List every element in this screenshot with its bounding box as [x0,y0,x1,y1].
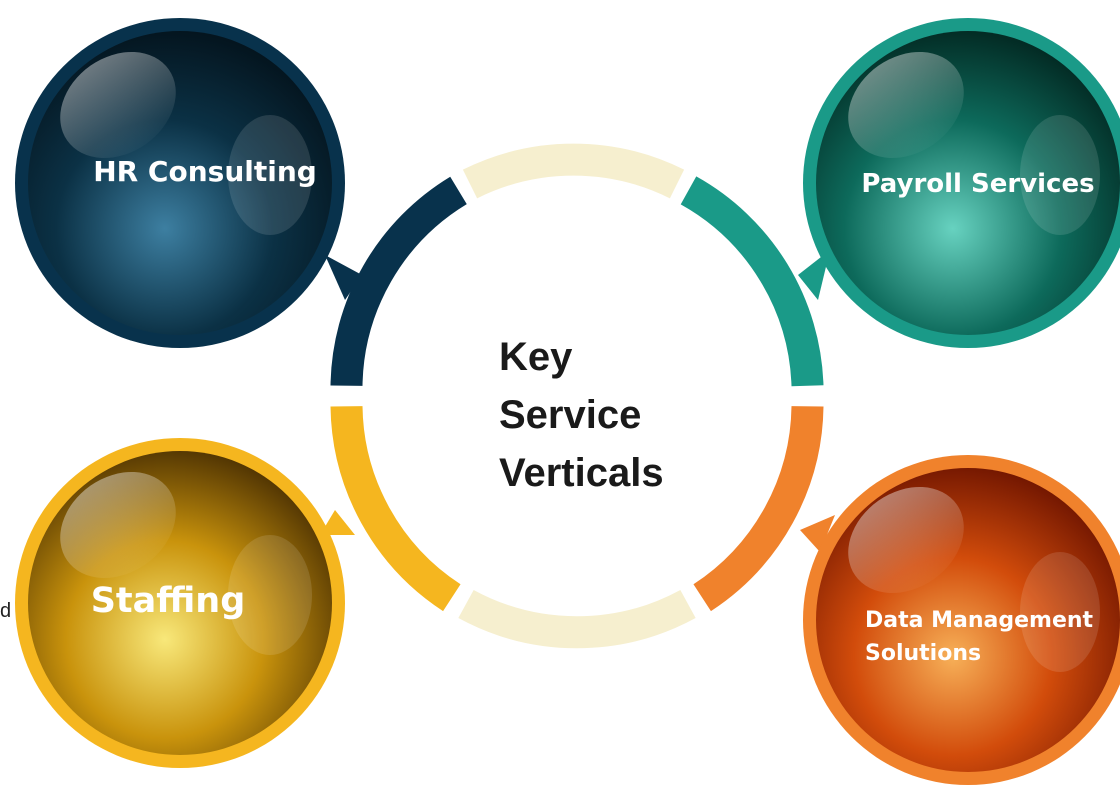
node-hr-label: HR Consulting [93,155,317,188]
center-title-line-1: Key [499,335,573,379]
ring-connector-bottom [458,589,696,649]
node-payroll-label: Payroll Services [861,169,1094,199]
node-data-highlight [848,486,964,594]
node-payroll-label-line: Payroll Services [861,169,1094,199]
node-data-label-line-2: Solutions [865,641,981,666]
pointer-data [800,515,835,552]
node-data-label-line-1: Data Management [865,608,1094,633]
pointer-payroll [798,250,830,300]
node-payroll-highlight [848,51,964,159]
node-staffing: Staffing [15,438,345,768]
node-staffing-label: Staffing [91,581,246,621]
node-data-label: Data Management Solutions [865,608,1101,666]
node-staffing-highlight [60,471,176,579]
pointer-hr [325,255,362,300]
node-hr-consulting: HR Consulting [15,18,345,348]
node-payroll-reflection [1020,115,1100,235]
ring-arc-payroll [680,176,824,387]
ring-arc-hr [330,176,467,387]
ring-connector-top [462,143,685,199]
center-title-line-2: Service [499,393,641,437]
node-hr-reflection [228,115,312,235]
pointer-staffing [320,510,355,535]
node-staffing-reflection [228,535,312,655]
node-data-management: Data Management Solutions [803,455,1120,785]
node-staffing-label-line: Staffing [91,581,246,621]
node-payroll-services: Payroll Services [803,18,1120,348]
central-ring [330,143,824,649]
center-title-line-3: Verticals [499,451,664,495]
center-title: Key Service Verticals [499,335,664,495]
stray-clipped-text: d [0,600,11,622]
node-hr-highlight [60,51,176,159]
node-data-reflection [1020,552,1100,672]
node-hr-label-line: HR Consulting [93,155,317,188]
ring-arc-data [693,405,824,612]
ring-arc-staffing [330,405,461,612]
